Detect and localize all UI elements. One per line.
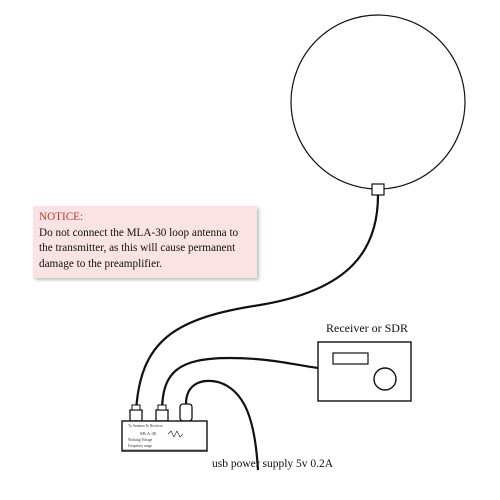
notice-box: NOTICE: Do not connect the MLA-30 loop a…	[33, 206, 257, 278]
receiver-knob	[373, 367, 397, 391]
notice-title: NOTICE:	[39, 211, 84, 223]
connector-usb	[179, 403, 193, 422]
device-model: MLA-30	[140, 431, 157, 436]
usb-power-label: usb power supply 5v 0.2A	[212, 458, 334, 470]
receiver-box	[317, 341, 412, 402]
antenna-cable	[134, 194, 380, 413]
antenna-feed-box	[371, 183, 385, 196]
device-line3: Frequency range	[128, 444, 153, 448]
notice-body: Do not connect the MLA-30 loop antenna t…	[39, 226, 239, 270]
loop-antenna	[290, 14, 466, 190]
connector-antenna	[129, 404, 143, 422]
device-line2: Working Voltage	[128, 438, 153, 442]
preamplifier-box	[121, 420, 208, 452]
receiver-cable	[160, 356, 319, 413]
preamplifier-symbol	[167, 430, 184, 438]
connector-receiver	[155, 404, 169, 422]
receiver-display	[332, 352, 369, 365]
receiver-label: Receiver or SDR	[326, 321, 408, 335]
device-line1: To Antenna To Receiver	[128, 424, 163, 428]
usb-power-cable	[184, 379, 260, 471]
